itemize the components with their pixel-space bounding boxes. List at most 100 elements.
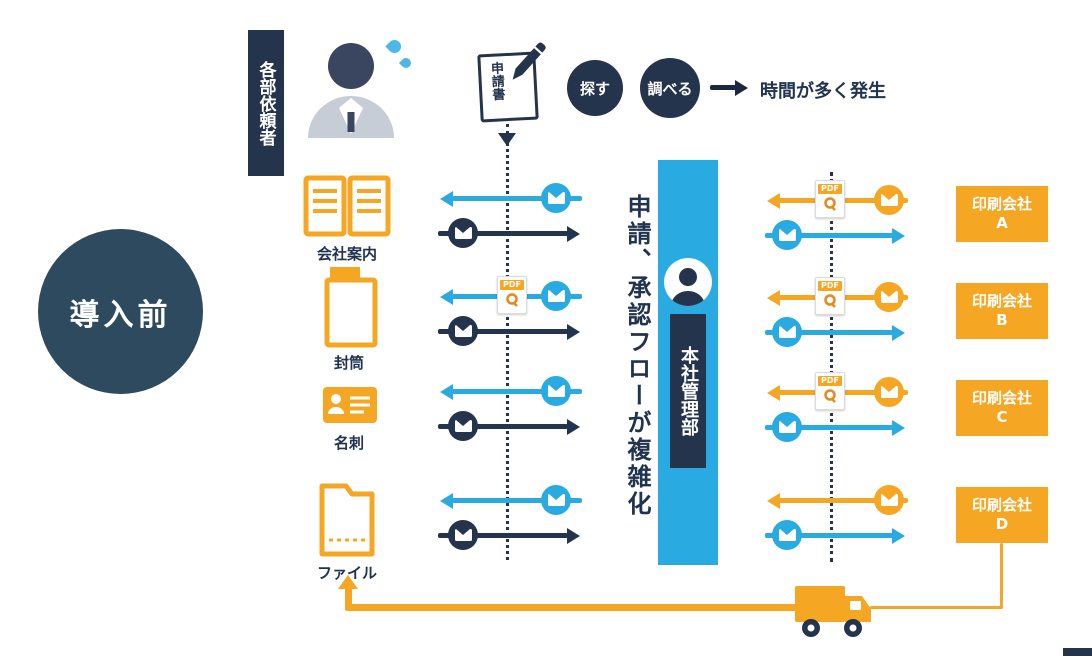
- requester-label: 各部依頼者: [255, 60, 276, 146]
- mail-icon: [772, 520, 802, 550]
- mail-icon: [448, 218, 478, 248]
- printer-box-b: 印刷会社 B: [956, 283, 1048, 339]
- envelope-glyph: [880, 494, 898, 506]
- item-label-file: ファイル: [316, 564, 377, 582]
- mail-icon: [772, 412, 802, 442]
- hq-tag: 本社管理部: [670, 314, 706, 468]
- envelope-glyph: [880, 386, 898, 398]
- printer-letter: D: [995, 515, 1009, 533]
- truck-icon: [793, 580, 873, 644]
- delivery-line-vertical: [1000, 543, 1003, 607]
- arrow-to-requester: [452, 498, 582, 503]
- item-label-card: 名刺: [333, 434, 364, 452]
- hq-person-icon: [664, 258, 712, 306]
- mail-icon: [541, 485, 571, 515]
- hq-label: 本社管理部: [678, 346, 699, 436]
- requester-person-icon: [305, 36, 397, 142]
- printer-name: 印刷会社: [971, 389, 1032, 408]
- arrow-to-hq: [438, 329, 568, 334]
- envelope-glyph: [547, 290, 565, 302]
- printer-letter: C: [996, 408, 1008, 426]
- mail-icon: [448, 520, 478, 550]
- arrow-to-hq: [438, 533, 568, 538]
- mail-icon: [874, 282, 904, 312]
- item-label-envelope: 封筒: [333, 354, 364, 372]
- phase-label: 導入前: [69, 297, 172, 333]
- envelope-glyph: [454, 325, 472, 337]
- up-arrow-icon: [338, 575, 358, 589]
- right-dotted-line: [830, 172, 833, 562]
- arrow-to-printer: [765, 330, 893, 335]
- envelope-item-icon: [324, 264, 378, 352]
- printer-name: 印刷会社: [971, 496, 1032, 515]
- mail-icon: [772, 220, 802, 250]
- printer-letter: A: [996, 214, 1008, 232]
- envelope-glyph: [880, 291, 898, 303]
- envelope-glyph: [778, 421, 796, 433]
- left-dotted-line: [506, 124, 509, 560]
- arrow-to-hq: [438, 231, 568, 236]
- mail-icon: [874, 485, 904, 515]
- arrow-to-hq: [779, 498, 908, 503]
- mail-icon: [448, 316, 478, 346]
- envelope-glyph: [547, 385, 565, 397]
- envelope-glyph: [778, 229, 796, 241]
- mail-icon: [541, 281, 571, 311]
- investigate-label: 調べる: [647, 79, 693, 98]
- pdf-file-icon: PDF: [815, 180, 845, 218]
- arrow-to-requester: [452, 196, 582, 201]
- item-label-brochure: 会社案内: [316, 245, 377, 263]
- arrow-to-hq: [438, 424, 568, 429]
- envelope-glyph: [547, 192, 565, 204]
- delivery-arrow-line: [345, 604, 865, 611]
- envelope-glyph: [454, 529, 472, 541]
- business-card-icon: [322, 386, 378, 428]
- printer-box-c: 印刷会社 C: [956, 380, 1048, 436]
- printer-letter: B: [996, 311, 1008, 329]
- pdf-label: PDF: [818, 184, 842, 194]
- application-doc-label: 申請書: [487, 61, 505, 101]
- corner-mark: [1063, 648, 1092, 656]
- envelope-glyph: [454, 227, 472, 239]
- arrow-to-printer: [765, 233, 893, 238]
- time-note: 時間が多く発生: [760, 81, 886, 102]
- requester-tag: 各部依頼者: [248, 30, 284, 176]
- envelope-glyph: [454, 420, 472, 432]
- printer-name: 印刷会社: [971, 195, 1032, 214]
- mail-icon: [541, 376, 571, 406]
- mail-icon: [874, 185, 904, 215]
- investigate-badge: 調べる: [640, 58, 700, 118]
- arrow-to-printer: [765, 533, 893, 538]
- search-badge: 探す: [567, 60, 623, 116]
- file-folder-icon: [318, 474, 376, 562]
- phase-circle: 導入前: [38, 229, 203, 394]
- down-arrow-icon: [498, 133, 516, 146]
- envelope-glyph: [547, 494, 565, 506]
- printer-box-a: 印刷会社 A: [956, 186, 1048, 242]
- delivery-arrow-riser: [345, 588, 352, 606]
- pencil-icon: [504, 40, 550, 90]
- arrow-to-printer: [765, 425, 893, 430]
- pdf-file-icon: PDF: [815, 372, 845, 410]
- time-arrow-icon: [710, 85, 736, 90]
- pdf-label: PDF: [818, 281, 842, 291]
- envelope-glyph: [778, 326, 796, 338]
- pdf-file-icon: PDF: [497, 276, 527, 314]
- mail-icon: [772, 317, 802, 347]
- mail-icon: [448, 411, 478, 441]
- brochure-icon: [303, 175, 391, 241]
- pdf-file-icon: PDF: [815, 277, 845, 315]
- delivery-line-horizontal: [870, 606, 1003, 609]
- envelope-glyph: [880, 194, 898, 206]
- envelope-glyph: [778, 529, 796, 541]
- application-doc-icon: 申請書: [477, 42, 546, 123]
- printer-box-d: 印刷会社 D: [956, 487, 1048, 543]
- printer-name: 印刷会社: [971, 292, 1032, 311]
- sweat-drop-icon: [398, 55, 414, 71]
- pdf-label: PDF: [500, 280, 524, 290]
- mail-icon: [541, 183, 571, 213]
- arrow-to-requester: [452, 389, 582, 394]
- search-label: 探す: [579, 79, 610, 98]
- pdf-label: PDF: [818, 376, 842, 386]
